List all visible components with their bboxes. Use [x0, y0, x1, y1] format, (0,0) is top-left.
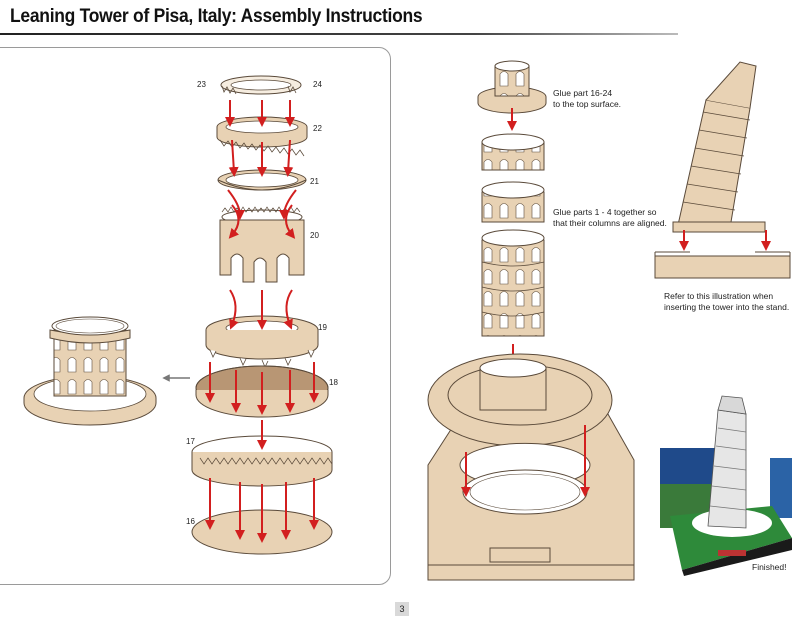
part-20-cylinder: [219, 206, 305, 283]
assembled-top-section: [23, 316, 157, 426]
part-label-18: 18: [329, 378, 338, 387]
part-label-17: 17: [186, 437, 195, 446]
title-bar: Leaning Tower of Pisa, Italy: Assembly I…: [0, 0, 800, 36]
note-glue-columns: Glue parts 1 - 4 together so that their …: [553, 207, 667, 228]
left-arrows: [205, 100, 319, 543]
part-17-ring: [191, 435, 333, 487]
part-label-20: 20: [310, 231, 319, 240]
note-refer-stand: Refer to this illustration when insertin…: [664, 291, 790, 312]
middle-tower-stack: [481, 133, 545, 337]
page-number: 3: [395, 602, 409, 616]
part-label-21: 21: [310, 177, 319, 186]
finished-caption: Finished!: [752, 562, 787, 572]
part-label-19: 19: [318, 323, 327, 332]
title-rule: [0, 33, 678, 35]
refer-arrows: [679, 230, 771, 251]
part-21-ring: [217, 169, 307, 191]
exploded-view-panel: [0, 47, 391, 585]
leaning-tower-drawing: [654, 61, 791, 279]
part-label-23: 23: [197, 80, 206, 89]
finished-model-photo: [660, 395, 792, 576]
part-label-24: 24: [313, 80, 322, 89]
note-glue-top: Glue part 16-24 to the top surface.: [553, 88, 622, 109]
part-23-24-ring: [220, 75, 302, 95]
stand-arrows: [461, 425, 590, 497]
part-label-16: 16: [186, 517, 195, 526]
middle-stand: [427, 353, 635, 581]
page-title: Leaning Tower of Pisa, Italy: Assembly I…: [10, 6, 423, 27]
part-label-22: 22: [313, 124, 322, 133]
middle-belfry: [477, 60, 547, 114]
part-22-ring: [216, 116, 308, 157]
